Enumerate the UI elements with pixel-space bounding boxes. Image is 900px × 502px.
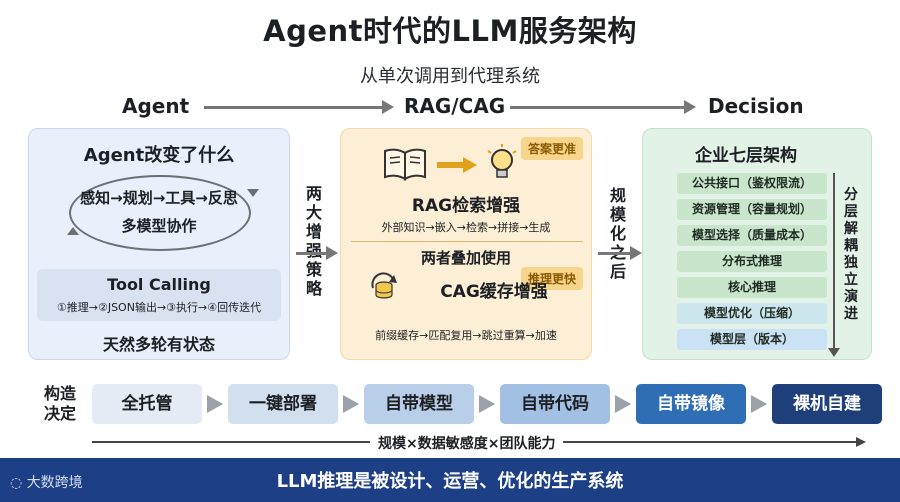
layer-2: 资源管理（容量规划） (677, 199, 827, 220)
agent-panel-heading: Agent改变了什么 (83, 145, 235, 166)
layer-3: 模型选择（质量成本） (677, 225, 827, 246)
cag-steps: 前缀缓存→匹配复用→跳过重算→加速 (375, 329, 557, 342)
vertical-char: 独 (844, 255, 858, 271)
vertical-char: 演 (844, 289, 858, 305)
flow-arrow (343, 395, 359, 413)
flow-step-1: 全托管 (92, 384, 202, 424)
cycle-arrowhead-left (67, 227, 79, 235)
vertical-char: 立 (844, 272, 858, 288)
connector-right-label: 规模化之后 (608, 186, 628, 281)
layer-1: 公共接口（鉴权限流） (677, 173, 827, 194)
flow-step-4: 自带代码 (500, 384, 610, 424)
page-title: Agent时代的LLM服务架构 (263, 14, 637, 48)
agent-panel: Agent改变了什么 感知→规划→工具→反思 多模型协作 Tool Callin… (28, 128, 290, 360)
combined-usage: 两者叠加使用 (420, 249, 511, 267)
agent-panel-footer: 天然多轮有状态 (102, 335, 215, 354)
connector-right-arrow (598, 246, 642, 260)
brand-logo-text: 大数跨境 (26, 475, 83, 491)
page-subtitle: 从单次调用到代理系统 (360, 66, 540, 87)
layer-7: 模型层（版本） (677, 329, 827, 350)
vertical-char: 化 (609, 224, 626, 243)
cache-database-icon (371, 272, 397, 299)
cag-title: CAG缓存增强 (440, 282, 548, 302)
vertical-char: 层 (844, 204, 858, 220)
flow-arrow (479, 395, 495, 413)
cycle-arrowhead-right (247, 189, 259, 197)
badge-faster: 推理更快 (520, 267, 583, 290)
stage-rag-cag: RAG/CAG (404, 94, 506, 118)
flow-arrow (615, 395, 631, 413)
book-icon (384, 148, 426, 181)
vertical-char: 后 (609, 262, 626, 281)
stage-decision: Decision (708, 94, 804, 118)
vertical-char: 规 (609, 186, 626, 205)
flow-step-2: 一键部署 (228, 384, 338, 424)
tool-calling-title: Tool Calling (107, 275, 211, 294)
brand-logo: ◌ 大数跨境 (10, 472, 83, 492)
flow-step-5: 自带镜像 (636, 384, 746, 424)
rag-steps: 外部知识→嵌入→检索→拼接→生成 (381, 221, 551, 234)
vertical-char: 进 (844, 306, 858, 322)
stage-arrow-2 (510, 100, 696, 114)
cycle-steps: 感知→规划→工具→反思 (80, 189, 238, 207)
rag-cag-panel: 答案更准 RAG检索增强 外部知识→嵌入→检索→拼接→生成 两者叠加使用 推理更… (340, 128, 592, 360)
decision-panel: 企业七层架构 公共接口（鉴权限流） 资源管理（容量规划） 模型选择（质量成本） 分布式… (642, 128, 872, 360)
vertical-char: 解 (844, 221, 858, 237)
vertical-char: 增 (305, 222, 322, 241)
flow-arrow (207, 395, 223, 413)
layer-5: 核心推理 (677, 277, 827, 298)
lightbulb-icon (487, 144, 517, 178)
vertical-char: 大 (305, 203, 322, 222)
badge-more-accurate: 答案更准 (520, 137, 583, 160)
flow-label-line: 决定 (43, 404, 76, 423)
flow-step-6: 裸机自建 (772, 384, 882, 424)
vertical-char: 策 (305, 260, 322, 279)
cycle-loop (69, 175, 251, 251)
layers-arrow (828, 173, 840, 357)
vertical-char: 耦 (844, 238, 858, 254)
vertical-char: 两 (305, 184, 322, 203)
axis-arrowhead (856, 437, 866, 447)
flow-label: 构造决定 (40, 384, 80, 424)
vertical-char: 模 (609, 205, 626, 224)
layer-6: 模型优化（压缩） (677, 303, 827, 324)
footer-bar (0, 458, 900, 502)
separator-top (351, 241, 583, 242)
connector-left-label: 两大增强策略 (304, 184, 324, 298)
stage-agent: Agent (122, 94, 190, 118)
brand-logo-icon: ◌ (10, 475, 23, 491)
flow-arrow (751, 395, 767, 413)
vertical-char: 强 (305, 241, 322, 260)
stage-arrow-1 (204, 100, 394, 114)
vertical-char: 略 (305, 279, 322, 298)
decision-heading: 企业七层架构 (695, 146, 797, 166)
layer-4: 分布式推理 (677, 251, 827, 272)
cycle-multimodel: 多模型协作 (121, 217, 197, 235)
flow-step-3: 自带模型 (364, 384, 474, 424)
tool-calling-steps: ①推理→②JSON输出→③执行→④回传迭代 (56, 301, 262, 314)
flow-label-line: 构造 (43, 384, 76, 403)
axis-label: 规模×数据敏感度×团队能力 (370, 433, 564, 453)
footer-banner: LLM推理是被设计、运营、优化的生产系统 (276, 471, 624, 492)
transform-arrow-icon (437, 157, 477, 173)
rag-title: RAG检索增强 (411, 196, 521, 216)
connector-left-arrow (296, 246, 338, 260)
vertical-char: 分 (844, 187, 858, 203)
decision-side-label: 分层解耦独立演进 (841, 187, 861, 323)
tool-calling-box: Tool Calling ①推理→②JSON输出→③执行→④回传迭代 (37, 269, 281, 321)
